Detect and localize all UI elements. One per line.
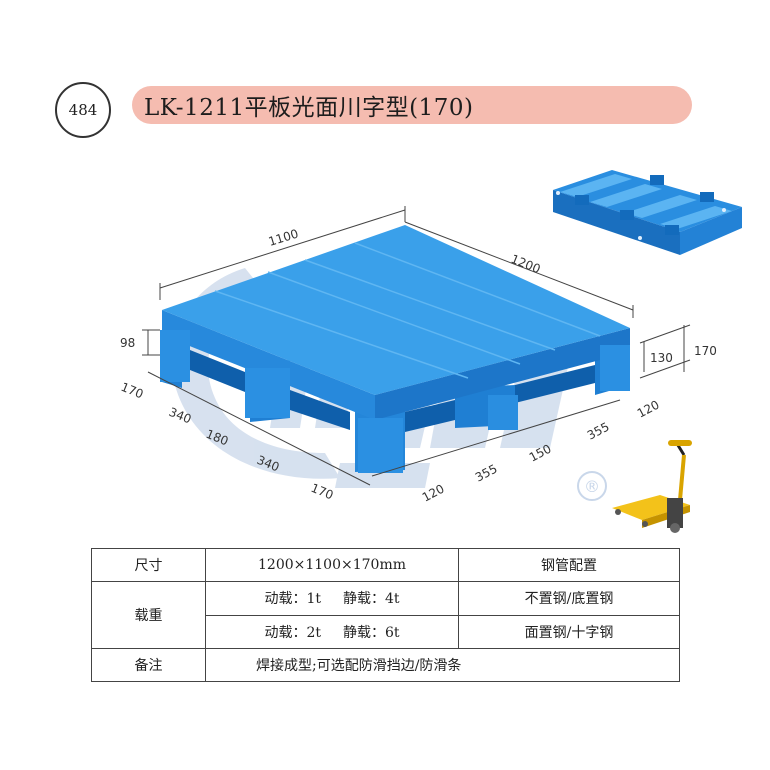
dim-left-seg-5: 170 xyxy=(309,481,335,503)
hand-pallet-truck-icon xyxy=(612,440,692,533)
dim-right-seg-4: 355 xyxy=(585,420,612,443)
page-title: LK-1211平板光面川字型(170) xyxy=(144,95,474,121)
dim-left-seg-2: 340 xyxy=(167,405,193,427)
dim-left-seg-3: 180 xyxy=(204,427,230,449)
dim-right-seg-3: 150 xyxy=(527,442,554,465)
dynamic-load: 动载：1t xyxy=(264,591,321,608)
dynamic-load: 动载：2t xyxy=(264,624,321,641)
table-row: 备注 焊接成型;可选配防滑挡边/防滑条 xyxy=(91,648,680,682)
dim-right-inner: 130 xyxy=(650,351,673,365)
load-cell: 动载：1t 静载：4t xyxy=(205,581,459,616)
load-label: 载重 xyxy=(91,581,206,649)
size-value: 1200×1100×170mm xyxy=(205,548,459,582)
static-load: 静载：6t xyxy=(343,624,400,641)
note-value: 焊接成型;可选配防滑挡边/防滑条 xyxy=(205,648,680,682)
table-row: 载重 动载：1t 静载：4t 不置钢/底置钢 xyxy=(91,581,680,649)
pallet-bottom-view-icon xyxy=(553,170,742,255)
dim-right-seg-2: 355 xyxy=(473,462,500,485)
table-row: 动载：2t 静载：6t 面置钢/十字钢 xyxy=(92,614,680,649)
steel-header: 钢管配置 xyxy=(458,548,680,582)
dim-top-left: 1100 xyxy=(267,227,300,249)
steel-config: 不置钢/底置钢 xyxy=(458,581,680,616)
static-load: 静载：4t xyxy=(343,591,400,608)
model-number: 484 xyxy=(68,101,98,119)
pallet-main-illustration xyxy=(160,225,630,473)
load-cell: 动载：2t 静载：6t xyxy=(205,614,459,649)
table-row: 尺寸 1200×1100×170mm 钢管配置 xyxy=(91,548,680,582)
model-number-badge: 484 xyxy=(55,82,111,138)
spec-table: 尺寸 1200×1100×170mm 钢管配置 载重 动载：1t 静载：4t 不置… xyxy=(91,548,680,682)
dim-left-seg-1: 170 xyxy=(119,380,145,402)
title-bar: LK-1211平板光面川字型(170) xyxy=(132,86,692,124)
note-label: 备注 xyxy=(91,648,206,682)
size-label: 尺寸 xyxy=(91,548,206,582)
dim-right-seg-1: 120 xyxy=(420,482,447,505)
dim-left-seg-4: 340 xyxy=(255,453,281,475)
dim-top-right: 1200 xyxy=(509,252,543,276)
steel-config: 面置钢/十字钢 xyxy=(458,614,680,649)
dim-right-total: 170 xyxy=(694,344,717,358)
dim-right-seg-5: 120 xyxy=(635,398,662,421)
dim-left-height: 98 xyxy=(120,336,135,350)
